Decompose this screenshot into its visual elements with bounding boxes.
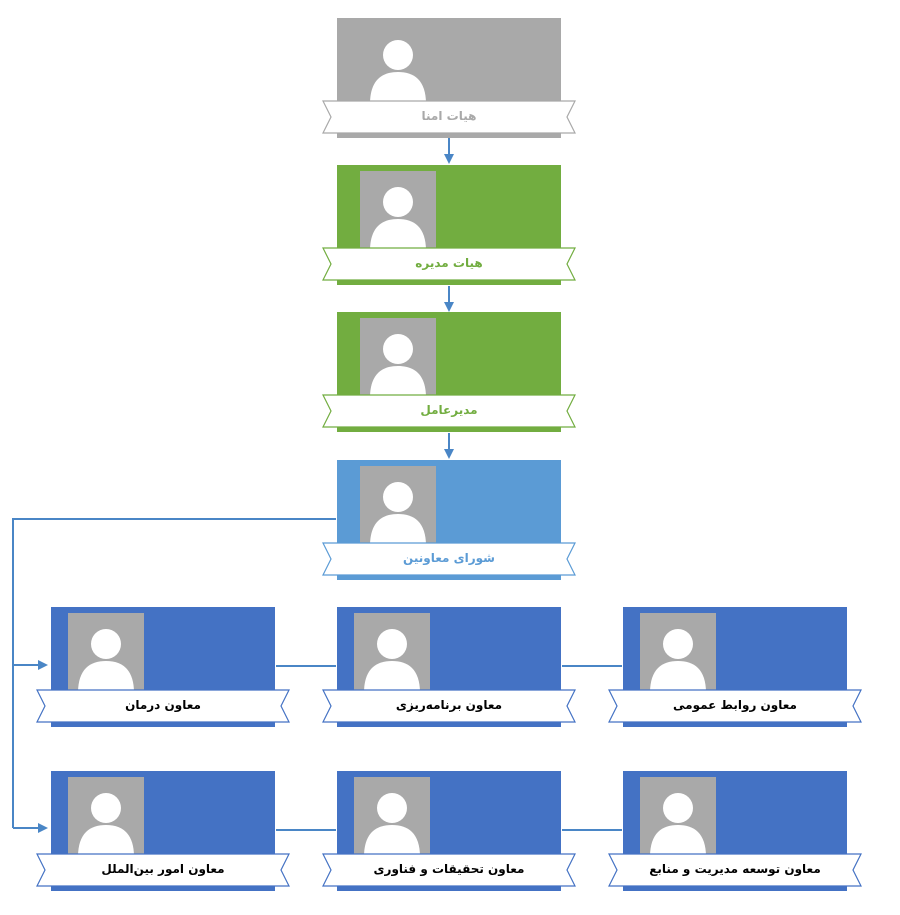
person-silhouette-icon	[640, 777, 716, 857]
node-board-of-directors: هیات مدیره	[322, 165, 576, 285]
node-deputy-public-relations: معاون روابط عمومی	[608, 607, 862, 727]
person-silhouette-icon	[360, 171, 436, 251]
node-deputy-research-technology: معاون تحقیقات و فناوری	[322, 771, 576, 891]
person-silhouette-icon	[640, 613, 716, 693]
node-label: معاون درمان	[125, 698, 201, 712]
node-label: هیات مدیره	[415, 256, 483, 270]
node-label: هیات امنا	[421, 109, 477, 123]
node-board-of-trustees: هیات امنا	[322, 18, 576, 138]
person-silhouette-icon	[360, 24, 436, 104]
person-silhouette-icon	[360, 466, 436, 546]
node-deputies-council: شورای معاونین	[322, 460, 576, 580]
person-silhouette-icon	[354, 777, 430, 857]
person-silhouette-icon	[354, 613, 430, 693]
node-label: معاون برنامه‌ریزی	[395, 698, 503, 712]
person-silhouette-icon	[360, 318, 436, 398]
node-label: مدیرعامل	[420, 403, 478, 417]
node-deputy-international: معاون امور بین‌الملل	[36, 771, 290, 891]
node-label: معاون روابط عمومی	[673, 698, 797, 712]
node-ceo: مدیرعامل	[322, 312, 576, 432]
person-silhouette-icon	[68, 613, 144, 693]
node-label: معاون امور بین‌الملل	[101, 862, 225, 876]
node-label: معاون تحقیقات و فناوری	[373, 862, 525, 876]
person-silhouette-icon	[68, 777, 144, 857]
node-label: شورای معاونین	[403, 551, 495, 565]
node-deputy-management-resources: معاون توسعه مدیریت و منابع	[608, 771, 862, 891]
node-deputy-planning: معاون برنامه‌ریزی	[322, 607, 576, 727]
node-label: معاون توسعه مدیریت و منابع	[649, 862, 821, 876]
connector-council-left-trunk	[12, 518, 336, 828]
node-deputy-treatment: معاون درمان	[36, 607, 290, 727]
